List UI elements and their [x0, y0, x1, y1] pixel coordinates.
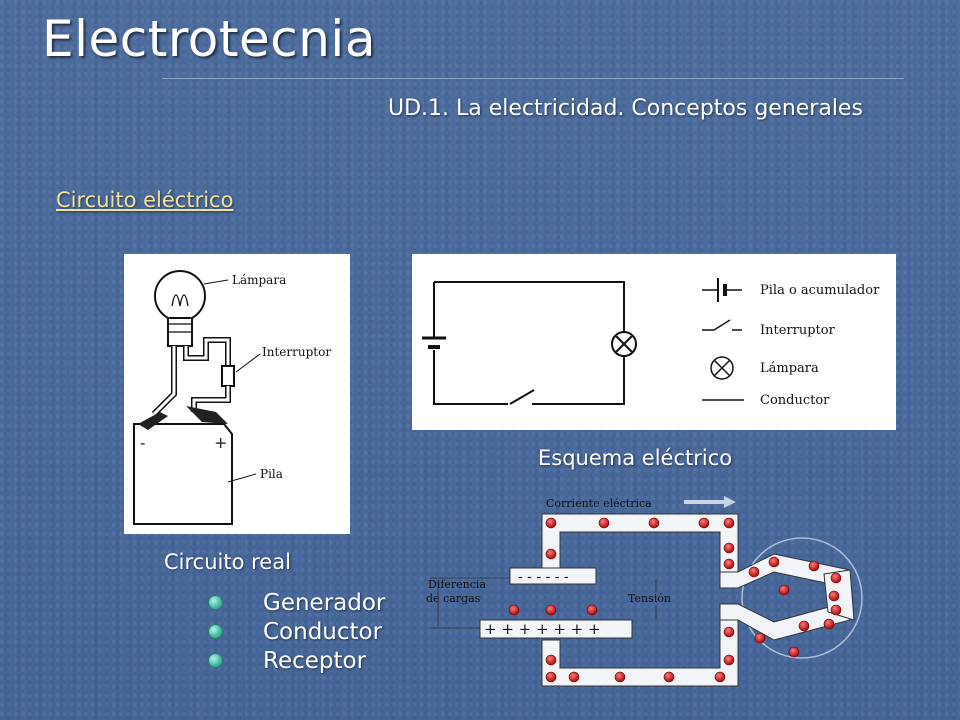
title-divider: [162, 78, 904, 79]
battery-minus-label: -: [140, 433, 145, 452]
lamp-icon: [154, 270, 206, 347]
legend-label-conductor: Conductor: [760, 393, 830, 408]
real-circuit-drawing: Lámpara Interruptor - + Pila: [133, 270, 331, 525]
list-item: Conductor: [208, 617, 385, 646]
page-subtitle: UD.1. La electricidad. Conceptos general…: [388, 96, 863, 121]
legend-battery: Pila o acumulador: [702, 278, 880, 302]
negative-plate: [509, 567, 597, 585]
switch-label: Interruptor: [262, 345, 331, 359]
list-item: Generador: [208, 588, 385, 617]
bullet-icon: [208, 653, 223, 668]
electrical-schematic: Pila o acumulador Interruptor Lámpara Co…: [412, 254, 896, 430]
positive-plate: [479, 619, 633, 639]
battery-plus-label: +: [214, 433, 227, 452]
legend-conductor: Conductor: [702, 393, 830, 408]
switch-icon: [221, 365, 235, 387]
positive-plate-label: + + + + + + +: [484, 620, 601, 638]
schema-caption: Esquema eléctrico: [538, 446, 733, 470]
real-circuit-illustration: Lámpara Interruptor - + Pila: [124, 254, 350, 534]
legend-label-switch: Interruptor: [760, 323, 836, 338]
component-generator: Generador: [263, 589, 386, 616]
section-link-circuito[interactable]: Circuito eléctrico: [56, 188, 234, 212]
battery-icon: [133, 406, 233, 525]
battery-label: Pila: [260, 467, 283, 481]
current-flow-diagram: - - - - - - + + + + + + + Corriente eléc…: [426, 496, 863, 687]
legend-label-lamp: Lámpara: [760, 361, 819, 376]
lamp-label: Lámpara: [232, 273, 286, 287]
page-title: Electrotecnia: [42, 10, 376, 68]
bullet-icon: [208, 595, 223, 610]
component-conductor: Conductor: [263, 618, 383, 645]
real-circuit-caption: Circuito real: [164, 550, 291, 574]
negative-plate-label: - - - - - -: [518, 569, 569, 585]
schematic-drawing: Pila o acumulador Interruptor Lámpara Co…: [422, 278, 880, 408]
bullet-icon: [208, 624, 223, 639]
component-list: Generador Conductor Receptor: [208, 588, 385, 675]
charge-diff-label-1: Diferencia: [428, 578, 486, 591]
voltage-label: Tensión: [628, 592, 671, 605]
legend-lamp: Lámpara: [710, 356, 819, 380]
switch-symbol-icon: [509, 389, 535, 405]
current-label: Corriente eléctrica: [546, 497, 652, 510]
charge-diff-label-2: de cargas: [426, 592, 481, 605]
charge-particles: [508, 517, 842, 683]
legend-label-battery: Pila o acumulador: [760, 283, 880, 298]
legend-switch: Interruptor: [702, 319, 836, 338]
list-item: Receptor: [208, 646, 385, 675]
component-receptor: Receptor: [263, 647, 367, 674]
